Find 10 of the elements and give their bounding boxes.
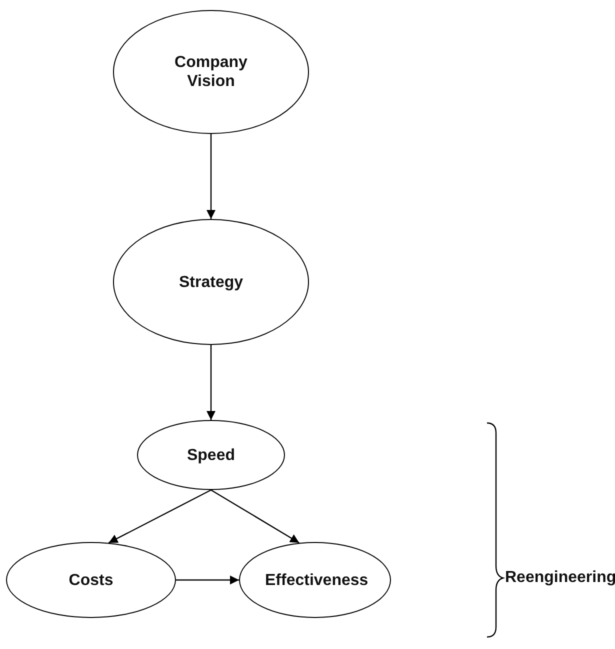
node-label: Speed	[186, 446, 235, 464]
arrow	[206, 345, 216, 420]
bracket-label: Reengineering	[505, 569, 615, 587]
arrow	[210, 489, 300, 544]
node-label: Strategy	[178, 272, 244, 292]
arrow	[108, 489, 212, 544]
arrow	[206, 134, 216, 219]
node-label: Effectiveness	[265, 570, 365, 590]
node-label: Costs	[68, 570, 114, 590]
node-label: Company Vision	[174, 53, 248, 91]
